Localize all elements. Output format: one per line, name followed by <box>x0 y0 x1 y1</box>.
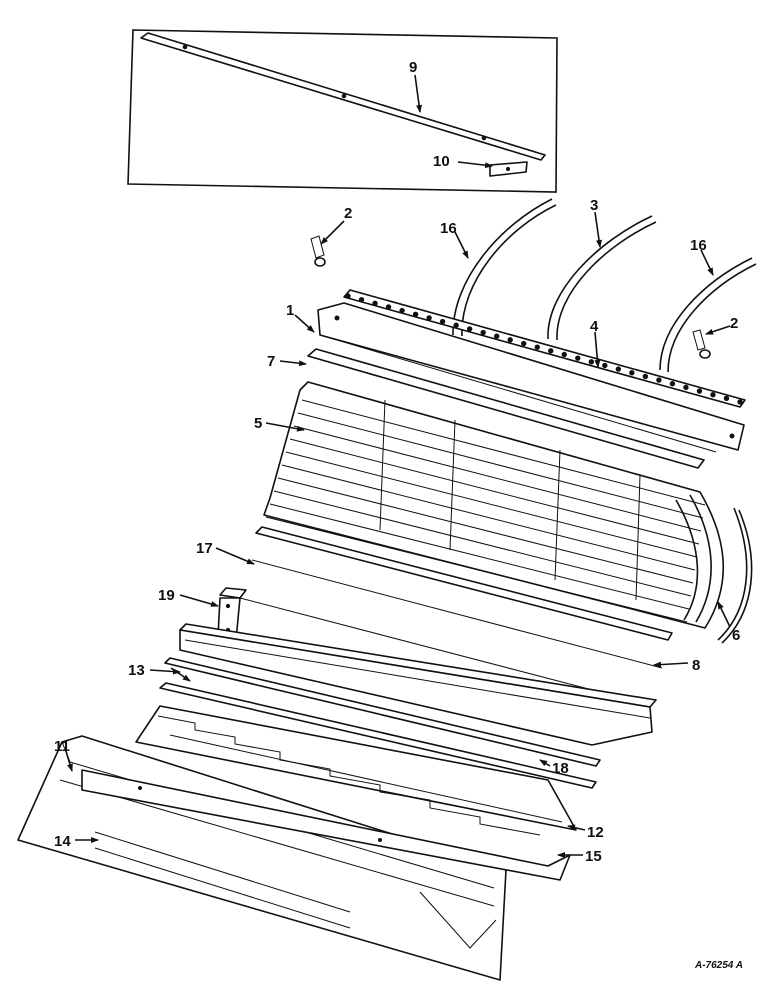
callout-4: 4 <box>590 318 599 335</box>
rivet-mark <box>642 373 649 380</box>
screw-part-left <box>310 235 326 267</box>
callout-7: 7 <box>267 353 275 370</box>
strip-part <box>307 348 705 469</box>
callout-11: 11 <box>54 738 70 755</box>
callout-12: 12 <box>587 824 604 841</box>
screw-part-right <box>692 329 711 359</box>
rivet-mark <box>561 351 567 358</box>
angle-part <box>317 302 745 453</box>
callout-2-left: 2 <box>344 205 352 222</box>
rivet-mark <box>737 399 743 405</box>
rivet-mark <box>358 296 365 303</box>
concave-part <box>263 381 725 629</box>
bracket-part <box>717 507 753 644</box>
callout-8: 8 <box>692 657 700 674</box>
rivet-mark <box>548 348 554 354</box>
curved-strip-part-right <box>659 257 757 373</box>
rivet-mark <box>669 381 676 387</box>
callout-16-right: 16 <box>690 237 707 254</box>
rivet-mark <box>412 311 419 317</box>
rivet-mark <box>385 304 392 310</box>
concave-slat <box>273 490 692 597</box>
concave-slat <box>265 516 688 623</box>
concave-slat <box>289 438 700 545</box>
rivet-mark <box>602 362 608 369</box>
rivet-mark <box>588 359 595 365</box>
concave-slat <box>277 477 694 584</box>
strap-bar-part <box>140 32 546 161</box>
rivet-mark <box>493 333 500 339</box>
callout-10: 10 <box>433 153 450 170</box>
callout-16-left: 16 <box>440 220 457 237</box>
rivet-mark <box>439 318 446 325</box>
callout-3: 3 <box>590 197 598 214</box>
channel-part <box>179 623 657 746</box>
rivet-mark <box>507 337 513 343</box>
rivet-mark <box>480 329 486 336</box>
concave-slat <box>293 425 702 532</box>
concave-slat <box>269 503 690 610</box>
callout-19: 19 <box>158 587 175 604</box>
rivet-mark <box>696 388 703 394</box>
callout-1: 1 <box>286 302 294 319</box>
rivet-mark <box>710 391 716 398</box>
strap-plate-part <box>489 161 528 177</box>
callout-6: 6 <box>732 627 740 644</box>
strip-part-13 <box>159 657 601 789</box>
sill-part <box>251 526 673 669</box>
rivet-mark <box>534 344 540 350</box>
callout-15: 15 <box>585 848 602 865</box>
callout-17: 17 <box>196 540 213 557</box>
rivet-mark <box>372 300 378 307</box>
drawing-code: A-76254 A <box>694 960 743 971</box>
callout-14: 14 <box>54 833 71 850</box>
rod-part <box>169 734 563 823</box>
concave-slat <box>297 412 704 519</box>
callout-9: 9 <box>409 59 417 76</box>
concave-slat <box>281 464 696 571</box>
rivet-mark <box>723 395 730 402</box>
rivet-mark <box>399 307 405 314</box>
curved-strip-part-left <box>452 198 557 337</box>
notched-panel-part <box>135 705 577 836</box>
concave-slat <box>285 451 698 558</box>
rivet-mark <box>426 315 432 321</box>
rivet-mark <box>629 370 635 376</box>
callout-5: 5 <box>254 415 262 432</box>
callout-2-right: 2 <box>730 315 738 332</box>
rivet-mark <box>466 326 473 332</box>
rivet-bar-part <box>343 289 746 408</box>
leader-lines <box>64 74 731 858</box>
rivet-mark <box>656 377 662 383</box>
trough-part <box>81 769 571 881</box>
callout-labels: 9 10 2 16 3 16 2 4 1 7 5 6 17 19 8 13 18… <box>54 59 743 971</box>
concave-slat <box>301 399 706 506</box>
callout-13: 13 <box>128 662 145 679</box>
rivet-mark <box>453 322 459 328</box>
rivet-mark <box>345 293 351 299</box>
curved-strip-part-middle <box>547 215 657 341</box>
rivet-mark <box>521 340 527 347</box>
rivet-mark <box>615 366 622 372</box>
rivet-mark <box>683 384 689 391</box>
rivet-mark <box>575 355 581 361</box>
inset-box <box>127 29 558 193</box>
callout-18: 18 <box>552 760 569 777</box>
